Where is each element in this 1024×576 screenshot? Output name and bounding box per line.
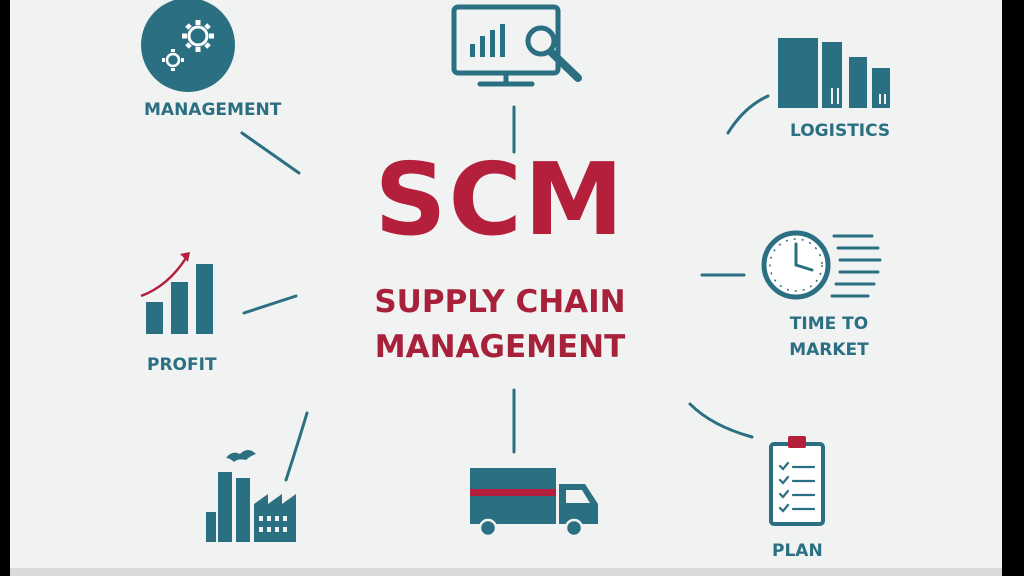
label-logistics: LOGISTICS bbox=[790, 121, 891, 141]
truck-icon bbox=[470, 468, 598, 538]
connector-lines bbox=[240, 94, 770, 482]
bar-chart-arrows-icon bbox=[778, 38, 890, 108]
title-line-2: MANAGEMENT bbox=[374, 329, 626, 365]
factory-icon bbox=[206, 450, 296, 542]
connector-logistics bbox=[726, 94, 770, 135]
bottom-strip bbox=[10, 568, 1002, 576]
label-management: MANAGEMENT bbox=[144, 100, 282, 120]
clock-speed-icon bbox=[761, 230, 882, 300]
gears-icon bbox=[141, 0, 235, 92]
diagram-graphics bbox=[140, 0, 890, 542]
connector-production bbox=[284, 411, 309, 482]
label-time-to-market-line1: TIME TO bbox=[789, 314, 869, 334]
label-profit: PROFIT bbox=[147, 355, 217, 375]
connector-management bbox=[240, 131, 301, 175]
monitor-chart-magnifier-icon bbox=[451, 4, 582, 87]
diagram-panel: MANAGEMENT LOGISTICS TIME TO MARKET PLAN… bbox=[10, 0, 1002, 568]
title-line-1: SUPPLY CHAIN bbox=[374, 284, 626, 320]
clipboard-checklist-icon bbox=[769, 436, 825, 526]
label-plan: PLAN bbox=[772, 541, 823, 561]
title-acronym: SCM bbox=[374, 141, 626, 258]
connector-profit bbox=[242, 294, 298, 315]
label-time-to-market-line2: MARKET bbox=[789, 340, 869, 360]
connector-plan bbox=[688, 402, 754, 439]
growth-chart-icon bbox=[140, 252, 213, 334]
